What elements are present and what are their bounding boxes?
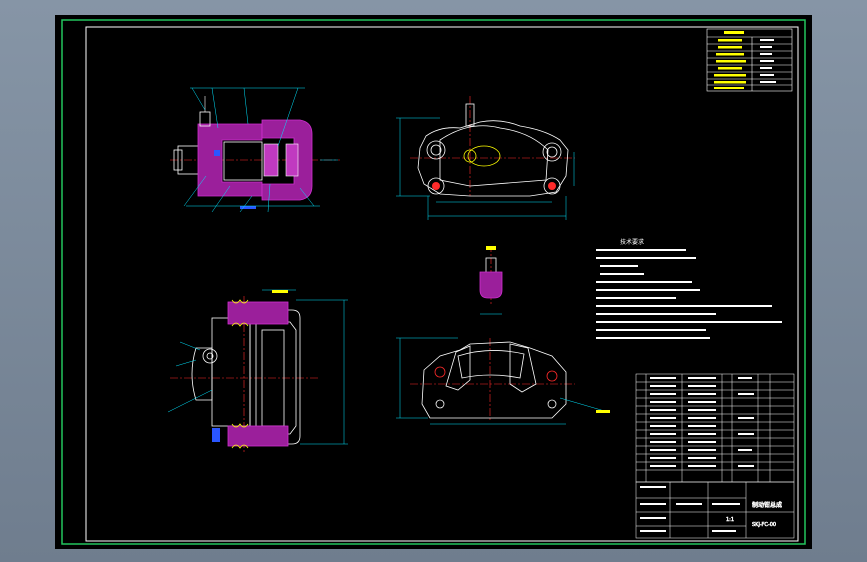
parts-list	[635, 373, 795, 483]
title-block: 制动钳总成 SKJ-FC-00 1:1	[635, 481, 795, 539]
parameter-table	[706, 28, 793, 92]
sheet-frame	[61, 19, 806, 545]
drawing-scale: 1:1	[726, 517, 734, 523]
drawing-border	[85, 26, 799, 542]
section-view	[170, 87, 340, 213]
drawing-background	[55, 15, 812, 549]
notes-heading: 技术要求	[620, 238, 644, 246]
drawing-number: SKJ-FC-00	[752, 522, 776, 528]
front-view	[396, 96, 575, 220]
technical-notes: 技术要求	[596, 238, 782, 339]
detail-view	[479, 246, 503, 315]
drawing-title: 制动钳总成	[752, 501, 782, 509]
side-view	[167, 289, 348, 452]
bottom-view	[396, 337, 610, 425]
